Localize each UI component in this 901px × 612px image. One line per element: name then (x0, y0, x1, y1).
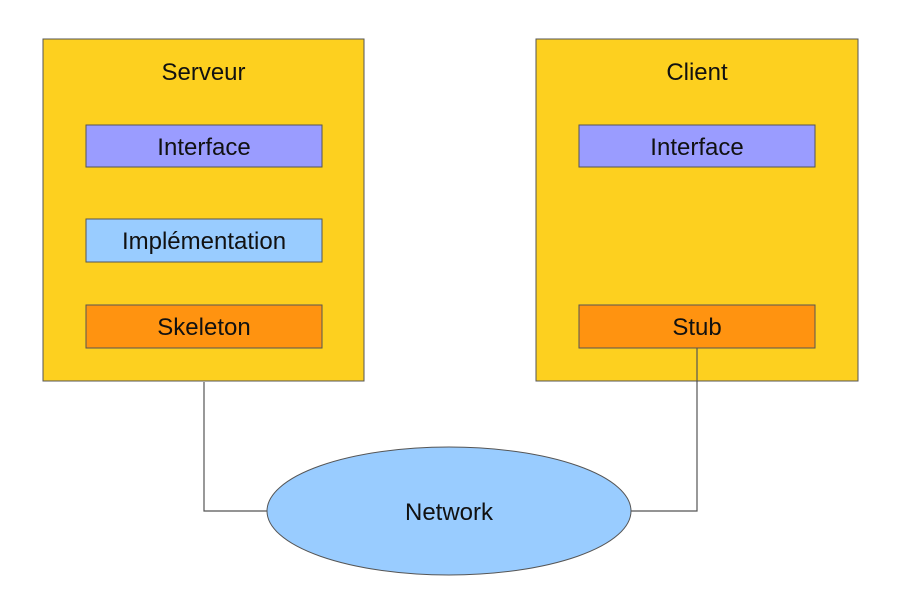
client-title: Client (666, 59, 728, 86)
skeleton-label: Skeleton (157, 314, 250, 341)
client-interface-box (578, 124, 816, 168)
connector-server-network (203, 382, 268, 512)
stub-node: Stub (578, 304, 816, 349)
connector-client-network (630, 348, 698, 512)
implementation-node: Implémentation (85, 218, 323, 263)
skeleton-box (85, 304, 323, 349)
implementation-box (85, 218, 323, 263)
skeleton-node: Skeleton (85, 304, 323, 349)
client-interface-node: Interface (578, 124, 816, 168)
stub-box (578, 304, 816, 349)
server-interface-node: Interface (85, 124, 323, 168)
client-interface-label: Interface (650, 134, 743, 161)
server-interface-box (85, 124, 323, 168)
network-ellipse (266, 446, 632, 576)
network-node: Network (266, 446, 632, 576)
server-title: Serveur (161, 59, 245, 86)
implementation-label: Implémentation (122, 228, 286, 255)
network-label: Network (405, 499, 494, 526)
server-interface-label: Interface (157, 134, 250, 161)
server-container: Serveur Interface Implémentation Skeleto… (42, 38, 365, 382)
stub-label: Stub (672, 314, 721, 341)
client-container: Client Interface Stub (535, 38, 859, 382)
